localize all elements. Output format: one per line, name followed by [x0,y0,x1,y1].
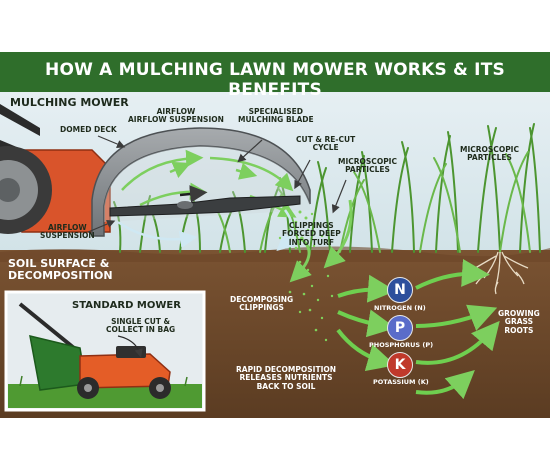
section-soil-line-1: SOIL SURFACE & [8,257,110,270]
section-soil-surface: SOIL SURFACE & DECOMPOSITION [8,257,113,283]
label-rapid-3: BACK TO SOIL [256,381,316,391]
bottom-band [0,418,550,472]
label-growing-3: ROOTS [504,325,534,335]
domed-deck [91,127,311,237]
label-single-cut-2: COLLECT IN BAG [106,325,176,335]
label-specialised-blade: SPECIALISED MULCHING BLADE [238,107,314,125]
label-clippings-2: FORCED DEEP [282,229,341,239]
label-specialised-2: MULCHING BLADE [238,115,314,125]
soil-edge [0,246,550,262]
label-micro-right-1: MICROSCOPIC [460,145,519,154]
label-single-cut: SINGLE CUT & COLLECT IN BAG [106,317,176,335]
section-soil-line-2: DECOMPOSITION [8,269,113,283]
label-micro-right-2: PARTICLES [467,153,512,163]
label-microscopic-right: MICROSCOPIC PARTICLES [460,145,519,163]
label-rapid-2: RELEASES NUTRIENTS [239,373,333,383]
section-standard-mower: STANDARD MOWER [72,300,181,311]
label-decomposing-1: DECOMPOSING [230,295,294,304]
label-microscopic-left: MICROSCOPIC PARTICLES [338,157,397,175]
label-clippings-forced: CLIPPINGS FORCED DEEP INTO TURF [282,221,341,247]
label-cut-recut: CUT & RE-CUT CYCLE [296,135,356,153]
label-cut-recut-1: CUT & RE-CUT [296,135,356,144]
label-growing-roots: GROWING GRASS ROOTS [498,309,540,335]
label-phosphorus: PHOSPHORUS (P) [369,341,434,349]
potassium-badge: K [387,352,413,378]
standard-mower [18,302,171,399]
label-clippings-3: INTO TURF [288,237,334,247]
label-growing-1: GROWING [498,309,540,318]
label-specialised-1: SPECIALISED [248,107,304,116]
label-single-cut-1: SINGLE CUT & [111,317,171,326]
nitrogen-badge: N [387,277,413,303]
label-airflow-top-1: AIRFLOW [156,107,196,116]
label-micro-left-2: PARTICLES [345,165,390,175]
label-growing-2: GRASS [504,317,533,327]
label-airflow-susp-1: AIRFLOW [47,223,87,232]
label-nitrogen: NITROGEN (N) [374,304,426,312]
label-airflow-suspension: AIRFLOW SUSPENSION [40,223,95,241]
nutrient-arrows [336,258,500,400]
phosphorus-badge: P [387,315,413,341]
title-bar [0,52,550,92]
label-domed-deck: DOMED DECK [60,125,117,134]
label-potassium: POTASSIUM (K) [373,378,429,386]
label-airflow-top-2: AIRFLOW SUSPENSION [128,115,224,125]
section-mulching-mower: MULCHING MOWER [10,96,129,109]
label-rapid-1: RAPID DECOMPOSITION [236,365,337,374]
mulching-mower [0,104,111,234]
label-airflow-top: AIRFLOW AIRFLOW SUSPENSION [128,107,224,125]
page-title: HOW A MULCHING LAWN MOWER WORKS & ITS BE… [45,60,505,100]
leader-lines [87,135,347,233]
label-cut-recut-2: CYCLE [312,143,339,153]
label-decomposing: DECOMPOSING CLIPPINGS [230,295,294,313]
label-micro-left-1: MICROSCOPIC [338,157,397,166]
label-clippings-1: CLIPPINGS [289,221,334,230]
label-decomposing-2: CLIPPINGS [239,303,284,313]
label-airflow-susp-2: SUSPENSION [40,231,95,241]
label-rapid-decomposition: RAPID DECOMPOSITION RELEASES NUTRIENTS B… [236,365,337,391]
